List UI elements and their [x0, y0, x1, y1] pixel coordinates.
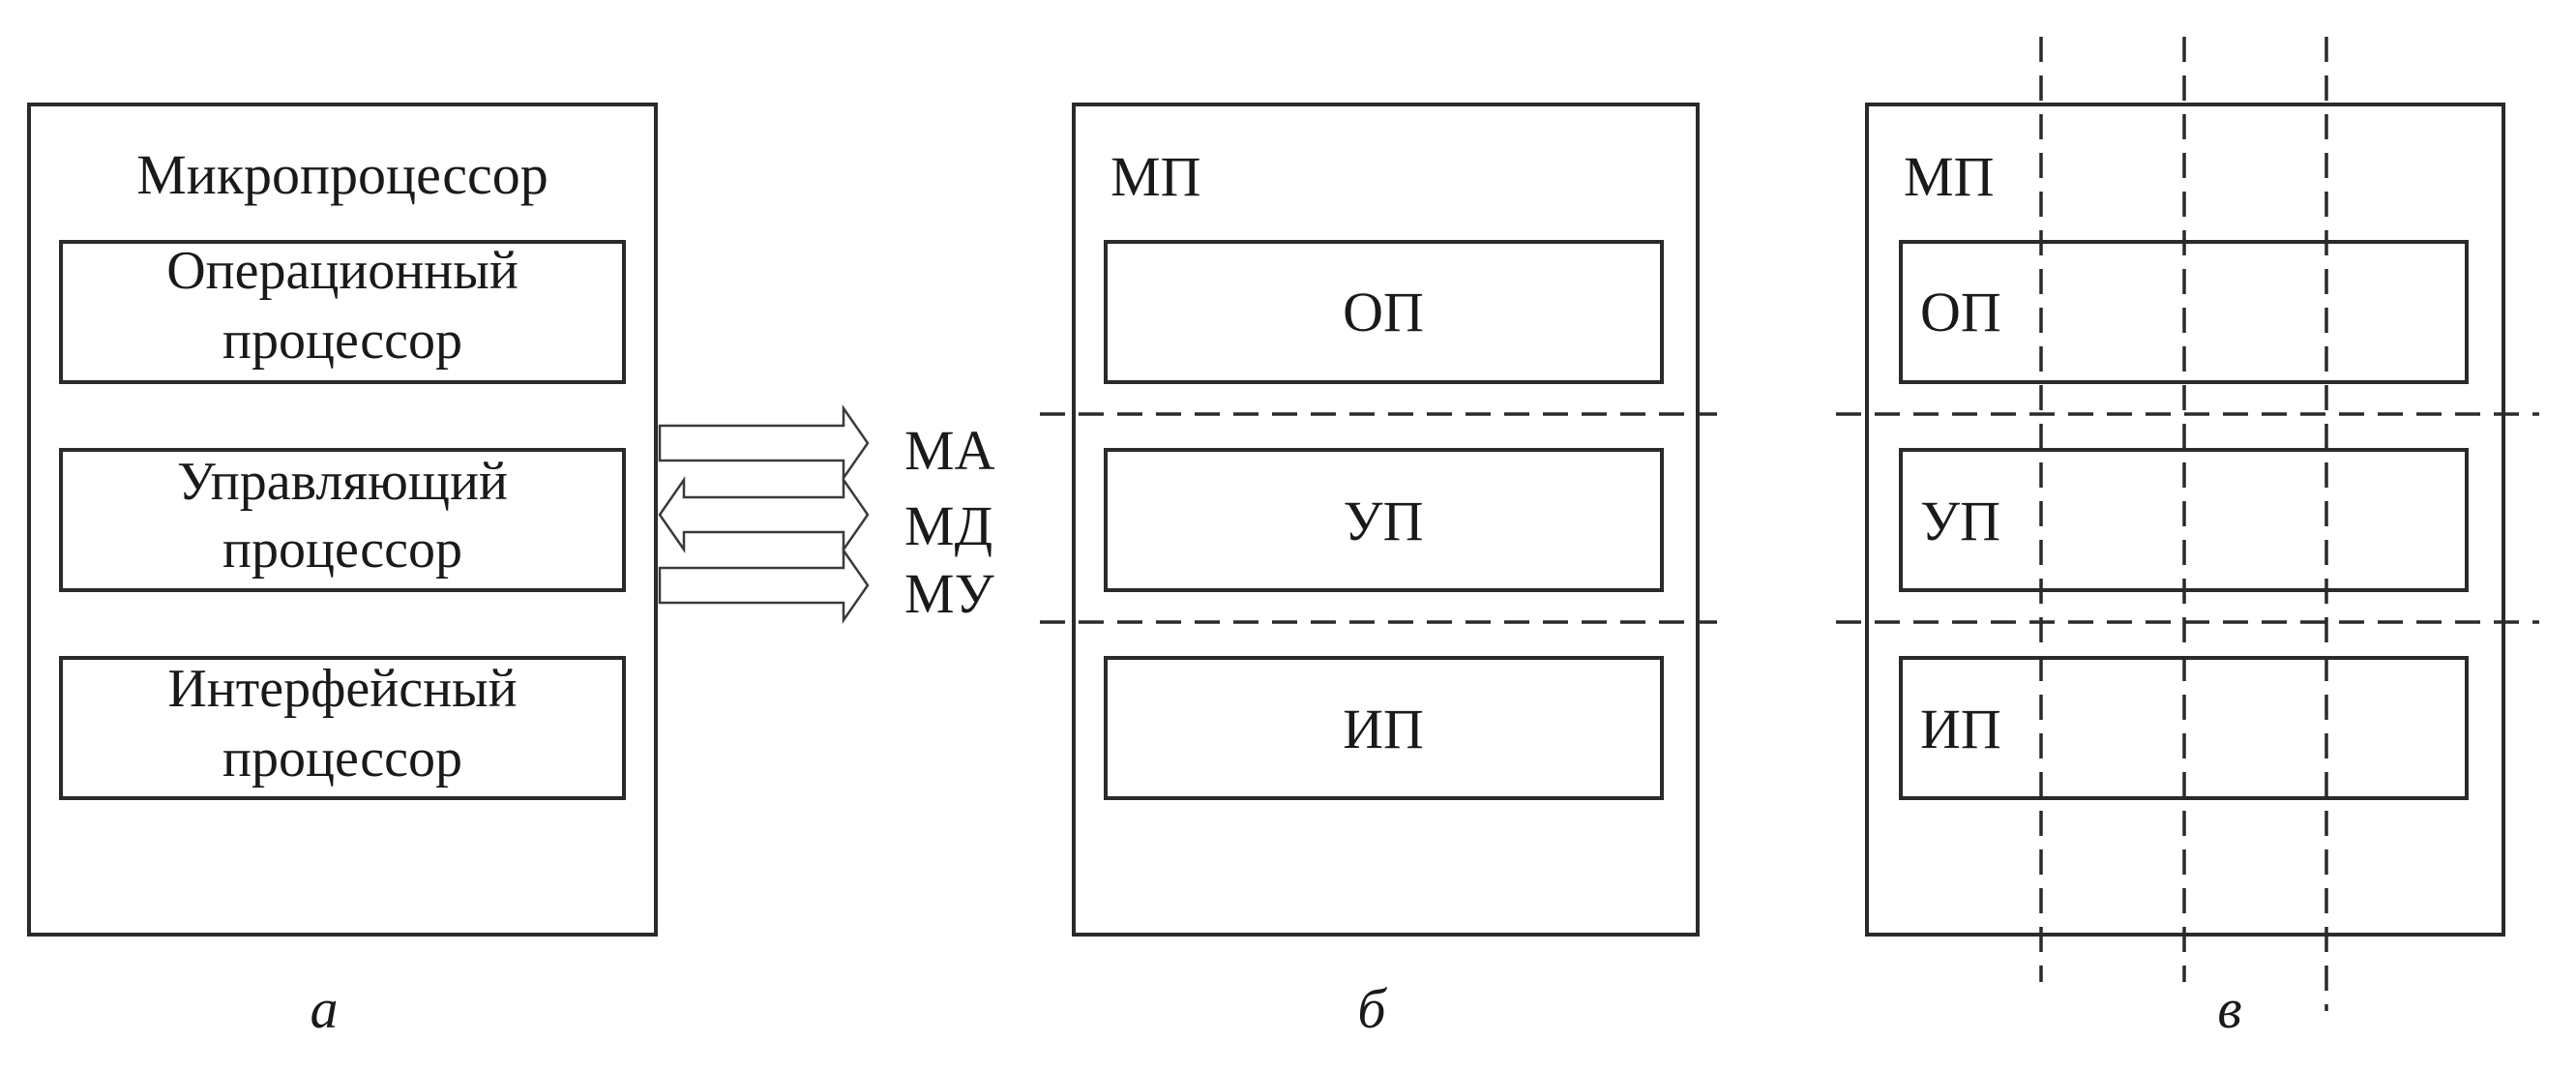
panel-c-op-label: ОП [1920, 281, 2001, 343]
control-bus-arrow [658, 547, 870, 624]
panel-b-op-label: ОП [1343, 281, 1424, 343]
interface-processor-box [59, 656, 626, 800]
control-processor-label-line1: Управляющий [177, 452, 508, 512]
panel-a: Микропроцессор Операционный процессор Уп… [27, 103, 658, 1040]
panel-b-title: МП [1110, 145, 1200, 208]
address-bus-arrow [658, 404, 870, 482]
panel-c-up-label: УП [1920, 490, 2000, 552]
interface-processor-label-line1: Интерфейсный [167, 659, 517, 719]
panel-c-ip-label: ИП [1920, 698, 2001, 760]
panel-b-up-box [1104, 448, 1664, 592]
panel-b-ip-label: ИП [1343, 698, 1424, 760]
panel-b-frame [1072, 103, 1700, 937]
control-processor-box [59, 448, 626, 592]
panel-c-title: МП [1904, 145, 1994, 208]
panel-b-up-label: УП [1344, 490, 1424, 552]
panel-b-ip-box [1104, 656, 1664, 800]
panel-b-op-box [1104, 240, 1664, 384]
panel-b: МП ОП УП ИП б [1040, 103, 1717, 1040]
control-bus-label: МУ [904, 562, 995, 625]
address-bus-label: МА [904, 419, 995, 482]
bus-arrows: МА МД МУ [658, 404, 995, 625]
panel-c: МП ОП УП ИП в [1836, 37, 2539, 1040]
operational-processor-label-line2: процессор [222, 311, 462, 371]
panel-a-frame [27, 103, 658, 937]
operational-processor-label-line1: Операционный [166, 241, 518, 301]
control-processor-block: Управляющий процессор [59, 448, 626, 592]
data-bus-arrow [658, 476, 870, 553]
control-processor-label-line2: процессор [222, 520, 462, 580]
interface-processor-block: Интерфейсный процессор [59, 656, 626, 800]
panel-a-title: Микропроцессор [136, 143, 548, 206]
operational-processor-block: Операционный процессор [59, 240, 626, 384]
panel-c-caption: в [2217, 977, 2241, 1040]
panel-b-caption: б [1357, 977, 1387, 1040]
operational-processor-box [59, 240, 626, 384]
panel-a-caption: а [311, 977, 339, 1040]
data-bus-label: МД [904, 494, 992, 557]
interface-processor-label-line2: процессор [222, 729, 462, 788]
